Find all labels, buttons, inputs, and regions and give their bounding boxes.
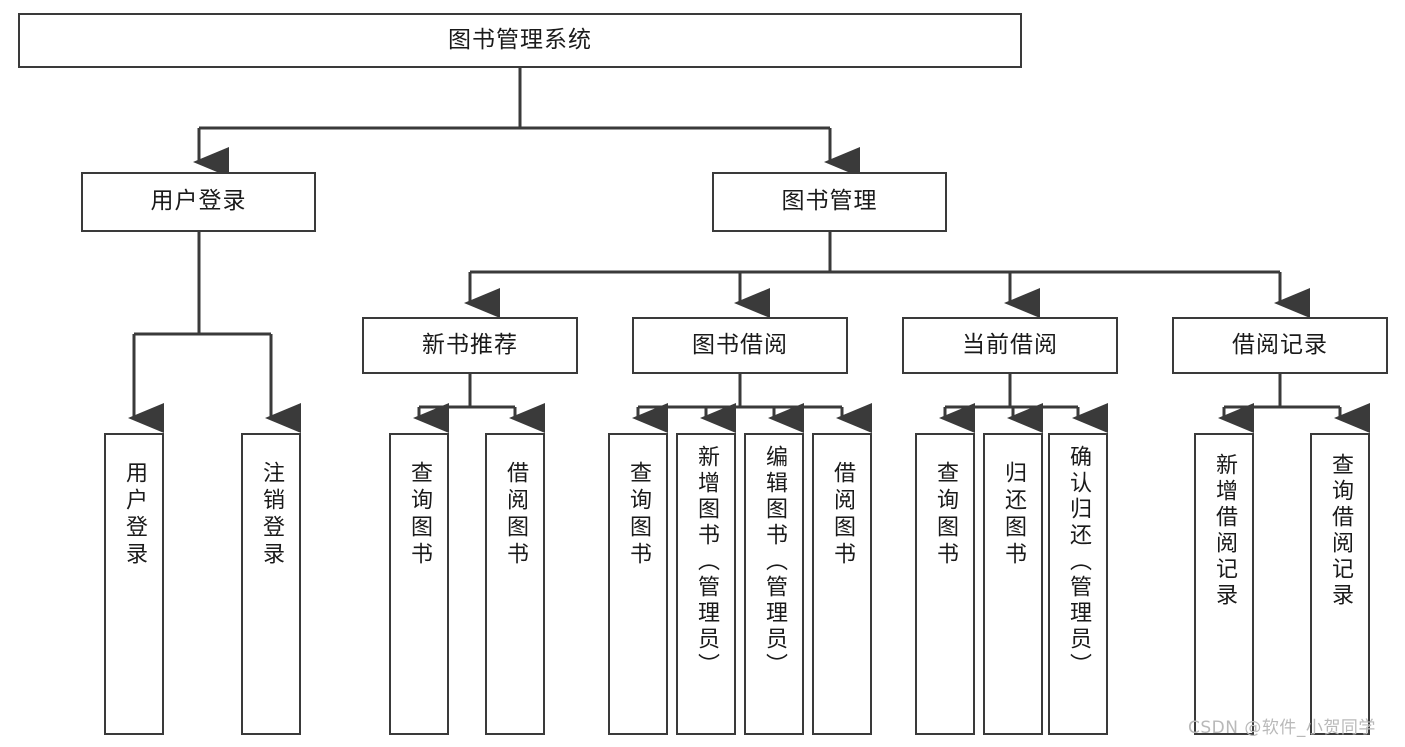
node-leaf-edit-book[interactable]: 编辑图书（管理员） xyxy=(744,433,804,735)
node-leaf-user-login[interactable]: 用户登录 xyxy=(104,433,164,735)
node-leaf-query-book-3-label: 查询图书 xyxy=(933,461,958,569)
node-leaf-add-book-label: 新增图书（管理员） xyxy=(694,445,719,679)
node-user-login-label: 用户登录 xyxy=(150,188,247,215)
node-borrow-record[interactable]: 借阅记录 xyxy=(1172,317,1388,374)
node-leaf-query-book-1[interactable]: 查询图书 xyxy=(389,433,449,735)
node-leaf-user-logout[interactable]: 注销登录 xyxy=(241,433,301,735)
node-current-borrow-label: 当前借阅 xyxy=(962,331,1058,358)
node-leaf-add-record-label: 新增借阅记录 xyxy=(1212,453,1237,609)
node-leaf-confirm-return-label: 确认归还（管理员） xyxy=(1066,445,1091,679)
node-leaf-query-book-3[interactable]: 查询图书 xyxy=(915,433,975,735)
node-root[interactable]: 图书管理系统 xyxy=(18,13,1022,68)
node-leaf-add-record[interactable]: 新增借阅记录 xyxy=(1194,433,1254,735)
node-book-borrow[interactable]: 图书借阅 xyxy=(632,317,848,374)
node-book-borrow-label: 图书借阅 xyxy=(692,331,788,358)
node-leaf-user-logout-label: 注销登录 xyxy=(259,461,284,569)
node-user-login[interactable]: 用户登录 xyxy=(81,172,316,232)
node-leaf-query-book-1-label: 查询图书 xyxy=(407,461,432,569)
node-leaf-borrow-book-2[interactable]: 借阅图书 xyxy=(812,433,872,735)
node-leaf-query-record[interactable]: 查询借阅记录 xyxy=(1310,433,1370,735)
node-leaf-confirm-return[interactable]: 确认归还（管理员） xyxy=(1048,433,1108,735)
csdn-watermark: CSDN @软件_小贺同学 xyxy=(1188,718,1376,738)
node-leaf-borrow-book-2-label: 借阅图书 xyxy=(830,461,855,569)
node-new-book-recommend-label: 新书推荐 xyxy=(422,331,518,358)
node-leaf-query-book-2-label: 查询图书 xyxy=(626,461,651,569)
node-new-book-recommend[interactable]: 新书推荐 xyxy=(362,317,578,374)
node-current-borrow[interactable]: 当前借阅 xyxy=(902,317,1118,374)
node-leaf-borrow-book-1[interactable]: 借阅图书 xyxy=(485,433,545,735)
node-leaf-edit-book-label: 编辑图书（管理员） xyxy=(762,445,787,679)
node-leaf-query-record-label: 查询借阅记录 xyxy=(1328,453,1353,609)
node-book-manage[interactable]: 图书管理 xyxy=(712,172,947,232)
node-leaf-borrow-book-1-label: 借阅图书 xyxy=(503,461,528,569)
node-root-label: 图书管理系统 xyxy=(448,26,592,53)
node-leaf-return-book[interactable]: 归还图书 xyxy=(983,433,1043,735)
node-leaf-add-book[interactable]: 新增图书（管理员） xyxy=(676,433,736,735)
node-book-manage-label: 图书管理 xyxy=(781,188,878,215)
node-leaf-query-book-2[interactable]: 查询图书 xyxy=(608,433,668,735)
node-leaf-user-login-label: 用户登录 xyxy=(122,461,147,569)
node-borrow-record-label: 借阅记录 xyxy=(1232,331,1328,358)
node-leaf-return-book-label: 归还图书 xyxy=(1001,461,1026,569)
